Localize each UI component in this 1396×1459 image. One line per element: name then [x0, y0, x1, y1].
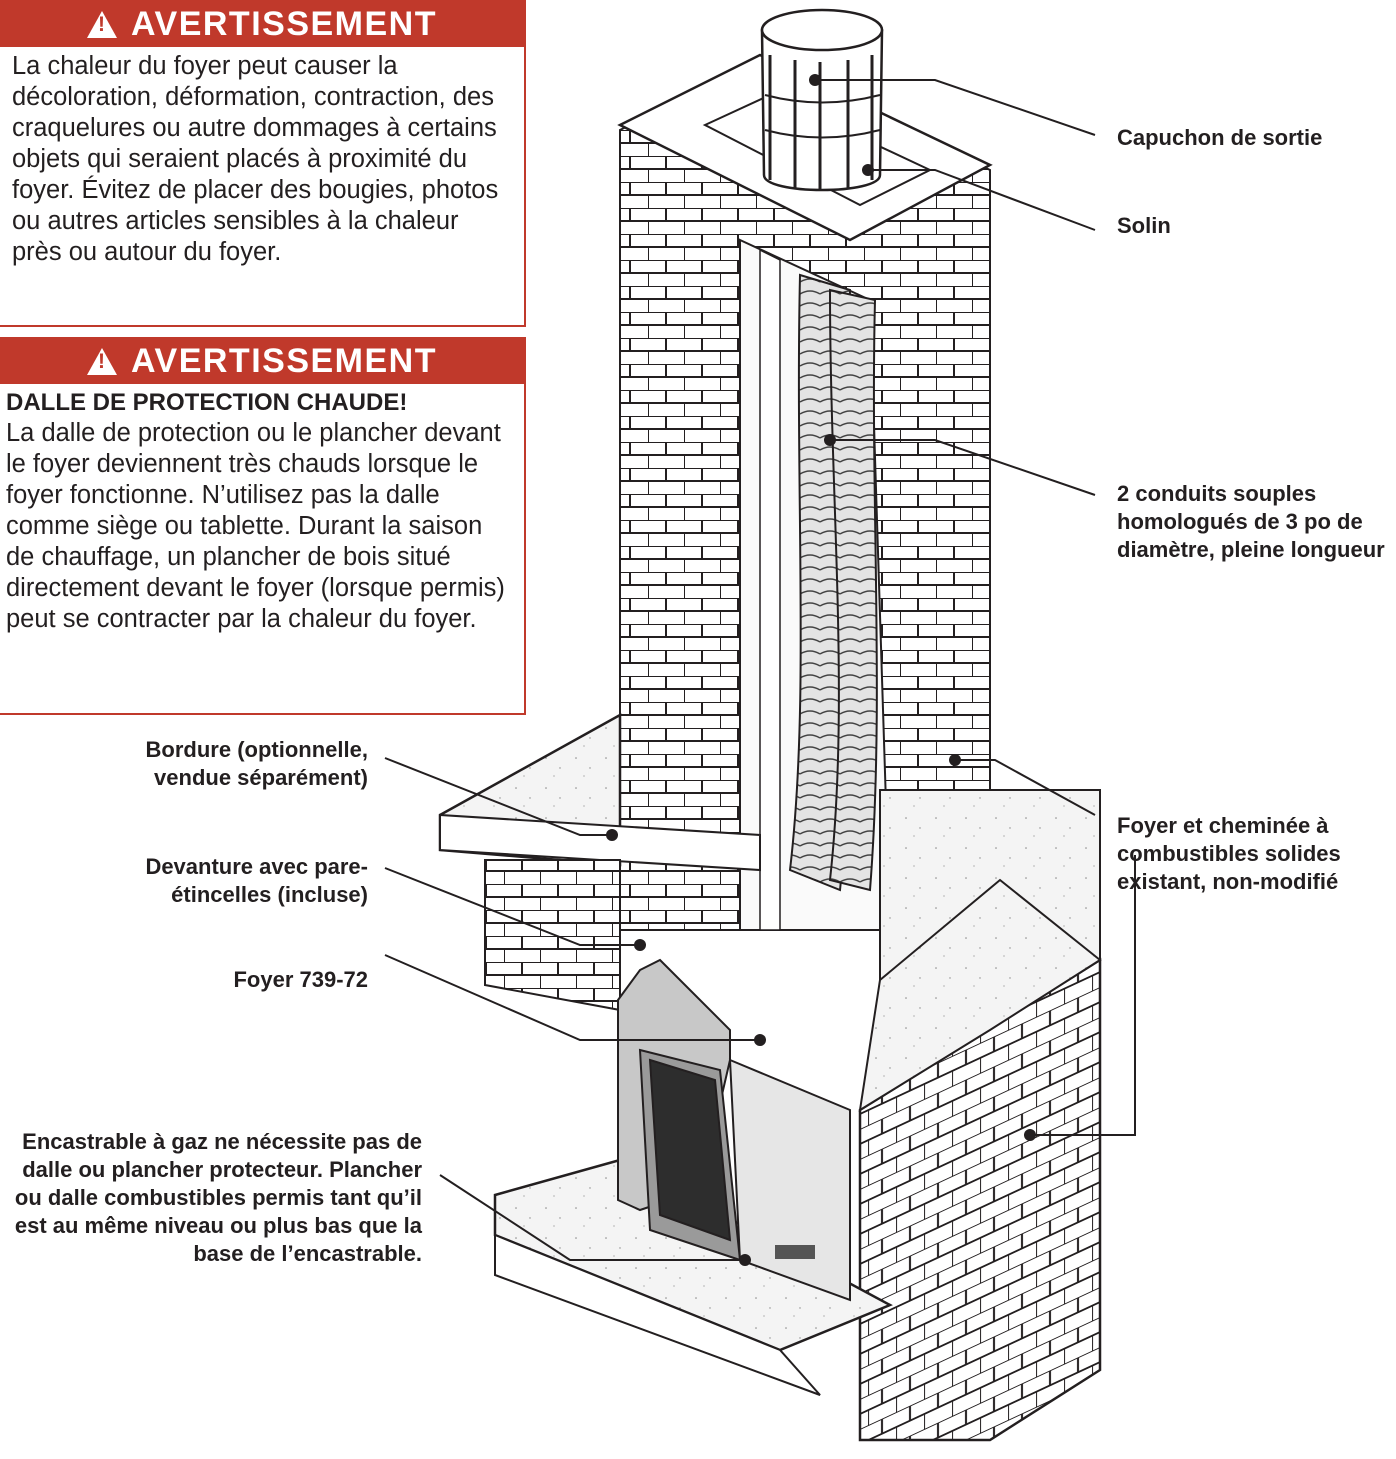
- warning-triangle-icon: !: [86, 11, 117, 38]
- warning-subtitle: DALLE DE PROTECTION CHAUDE!: [6, 389, 408, 416]
- label-front: Devanture avec pare-étincelles (incluse): [145, 854, 368, 907]
- warning-body: DALLE DE PROTECTION CHAUDE! La dalle de …: [0, 384, 524, 643]
- label-flashing: Solin: [1117, 213, 1171, 238]
- fireplace-insert: [617, 958, 851, 1302]
- warning-triangle-icon: !: [86, 348, 117, 375]
- hearth-slab: [493, 1158, 893, 1396]
- warning-text: La chaleur du foyer peut causer la décol…: [12, 52, 499, 266]
- termination-cap: [760, 8, 884, 192]
- warning-header: ! AVERTISSEMENT: [0, 2, 524, 47]
- warning-box-hearth: ! AVERTISSEMENT DALLE DE PROTECTION CHAU…: [0, 337, 526, 715]
- leader-dots: [606, 74, 1036, 1266]
- label-termination-cap: Capuchon de sortie: [1117, 125, 1323, 150]
- label-trim: Bordure (optionnelle, vendue séparément): [145, 737, 368, 790]
- warning-box-heat: ! AVERTISSEMENT La chaleur du foyer peut…: [0, 0, 526, 327]
- leader-lines: [384, 79, 1136, 1261]
- firebox-surround: [484, 789, 1102, 1442]
- warning-title: AVERTISSEMENT: [130, 342, 437, 380]
- warning-header: ! AVERTISSEMENT: [0, 339, 524, 384]
- label-flexible-liners: 2 conduits souples homologués de 3 po de…: [1117, 481, 1385, 562]
- warning-text: La dalle de protection ou le plancher de…: [6, 419, 505, 633]
- label-fireplace-model: Foyer 739-72: [233, 967, 368, 992]
- label-hearth-note: Encastrable à gaz ne nécessite pas de da…: [14, 1129, 422, 1266]
- warning-title: AVERTISSEMENT: [130, 5, 437, 43]
- flexible-liners: [788, 273, 878, 892]
- label-existing-chimney: Foyer et cheminée à combustibles solides…: [1117, 813, 1341, 894]
